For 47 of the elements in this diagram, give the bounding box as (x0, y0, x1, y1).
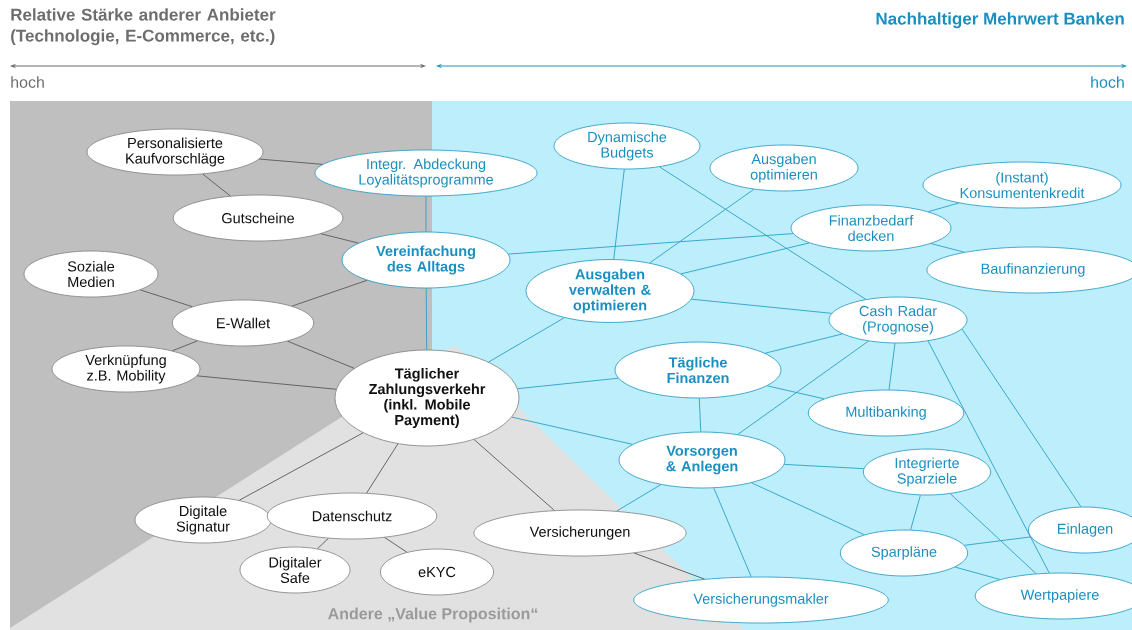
connector-line (613, 168, 625, 260)
connector-line (928, 202, 960, 213)
connector-line (927, 340, 1050, 574)
connector-line (961, 328, 1082, 508)
connector-line (473, 439, 555, 511)
connector-line (517, 377, 619, 390)
connector-line (649, 188, 755, 264)
connector-line (888, 342, 896, 391)
connector-line (366, 443, 399, 494)
connector-line (783, 463, 865, 470)
connector-line (511, 416, 633, 445)
connector-line (425, 287, 428, 351)
connector-line (949, 493, 1037, 574)
connector-line (317, 538, 329, 550)
connector-line (258, 158, 323, 165)
heading: Relative Stärke anderer Anbieter (Technologie, E-Commerce, etc.) (11, 8, 276, 46)
connector-line (488, 317, 565, 363)
connector-line (238, 432, 364, 501)
scale-label: hoch (1091, 76, 1124, 88)
connector-line (384, 537, 408, 553)
connector-line (766, 385, 825, 400)
connector-line (196, 375, 337, 390)
scale-label: hoch (11, 76, 44, 88)
connector-line (287, 340, 355, 369)
connector-line (713, 487, 752, 578)
connector-line (737, 340, 869, 435)
connector-line (172, 340, 198, 352)
connector-line (930, 243, 965, 253)
connector-line (320, 233, 359, 244)
connector-line (659, 166, 867, 300)
connector-line (616, 484, 662, 512)
connector-line (698, 397, 702, 433)
connector-line (508, 233, 794, 255)
connector-line (691, 298, 832, 314)
connector-line (202, 173, 231, 197)
heading: Nachhaltiger Mehrwert Banken (876, 12, 1124, 29)
connector-line (291, 279, 368, 307)
area-label: Andere „Value Proposition“ (328, 607, 538, 623)
connector-line (910, 494, 921, 531)
connector-line (139, 289, 193, 308)
connector-line (680, 242, 810, 275)
connector-line (954, 566, 1001, 580)
connector-line (751, 482, 865, 536)
connector-line (764, 333, 843, 354)
connector-line (425, 195, 427, 233)
connector-line (964, 536, 1032, 546)
connector-line (633, 552, 705, 580)
